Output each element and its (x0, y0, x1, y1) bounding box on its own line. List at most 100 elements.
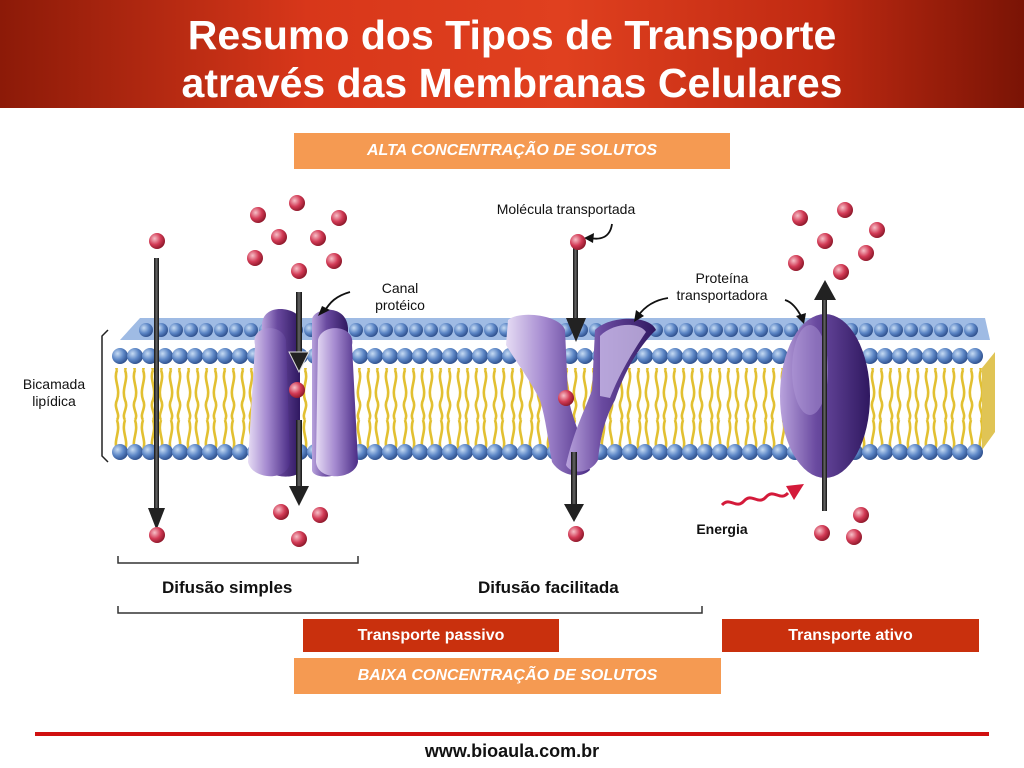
lipid-head (112, 348, 128, 364)
lipid-head (532, 444, 548, 460)
footer-divider (35, 732, 989, 736)
lipid-head (637, 444, 653, 460)
lipid-head (727, 444, 743, 460)
lipid-head (199, 323, 213, 337)
lipid-head (667, 348, 683, 364)
solute-molecule (846, 529, 862, 545)
solute-molecule (247, 250, 263, 266)
lipid-head (757, 444, 773, 460)
lipid-head (112, 444, 128, 460)
lipid-head (679, 323, 693, 337)
lipid-head (382, 444, 398, 460)
lipid-head (664, 323, 678, 337)
lipid-head (922, 348, 938, 364)
lipid-head (349, 323, 363, 337)
lipid-head (217, 348, 233, 364)
lipid-head (862, 444, 878, 460)
lipid-head (367, 444, 383, 460)
solute-molecule (291, 263, 307, 279)
lipid-head (412, 444, 428, 460)
lipid-head (424, 323, 438, 337)
lipid-head (877, 444, 893, 460)
lipid-head (367, 348, 383, 364)
lipid-head (187, 348, 203, 364)
solute-molecule (853, 507, 869, 523)
lipid-head (754, 323, 768, 337)
lipid-head (139, 323, 153, 337)
lipid-head (427, 348, 443, 364)
lipid-head (907, 348, 923, 364)
lipid-head (244, 323, 258, 337)
solute-molecule (817, 233, 833, 249)
low-concentration-box: BAIXA CONCENTRAÇÃO DE SOLUTOS (294, 658, 721, 694)
lipid-head (862, 348, 878, 364)
channel-protein (248, 292, 358, 506)
lipid-head (934, 323, 948, 337)
lipid-head (874, 323, 888, 337)
lipid-head (457, 348, 473, 364)
lipid-head (184, 323, 198, 337)
lipid-head (439, 323, 453, 337)
lipid-head (427, 444, 443, 460)
solute-molecule (837, 202, 853, 218)
lipid-head (577, 348, 593, 364)
active-pump-protein (780, 280, 870, 511)
bilayer-bracket (101, 329, 109, 463)
lipid-head (652, 444, 668, 460)
lipid-head (364, 323, 378, 337)
solute-molecule (858, 245, 874, 261)
lipid-head (952, 444, 968, 460)
header-banner (0, 0, 1024, 108)
lipid-head (967, 348, 983, 364)
lipid-head (502, 444, 518, 460)
lipid-head (214, 323, 228, 337)
lipid-head (442, 444, 458, 460)
lipid-head (739, 323, 753, 337)
lipid-head (724, 323, 738, 337)
lipid-head (232, 444, 248, 460)
lipid-head (217, 444, 233, 460)
lipid-head (742, 348, 758, 364)
lipid-head (712, 348, 728, 364)
active-transport-box: Transporte ativo (722, 619, 979, 652)
lipid-head (919, 323, 933, 337)
lipid-head (472, 444, 488, 460)
solute-molecule (326, 253, 342, 269)
lipid-head (937, 348, 953, 364)
lipid-head (382, 348, 398, 364)
lipid-head (394, 323, 408, 337)
lipid-head (487, 348, 503, 364)
solute-molecules (149, 195, 885, 547)
solute-molecule (149, 233, 165, 249)
lipid-head (229, 323, 243, 337)
lipid-head (709, 323, 723, 337)
lipid-head (904, 323, 918, 337)
lipid-head (682, 348, 698, 364)
solute-molecule (869, 222, 885, 238)
lipid-head (169, 323, 183, 337)
page-title-line2: através das Membranas Celulares (181, 60, 843, 106)
lipid-head (352, 348, 368, 364)
lipid-head (472, 348, 488, 364)
lipid-head (757, 348, 773, 364)
lipid-head (172, 444, 188, 460)
lipid-head (607, 444, 623, 460)
solute-molecule (792, 210, 808, 226)
solute-molecule (289, 382, 305, 398)
solute-molecule (291, 531, 307, 547)
solute-molecule (273, 504, 289, 520)
lipid-head (907, 444, 923, 460)
lipid-head (727, 348, 743, 364)
lipid-head (889, 323, 903, 337)
lipid-head (157, 348, 173, 364)
lipid-head (127, 348, 143, 364)
solute-molecule (814, 525, 830, 541)
lipid-head (952, 348, 968, 364)
facilitated-diffusion-label: Difusão facilitada (478, 578, 619, 597)
lipid-head (202, 348, 218, 364)
lipid-head (667, 444, 683, 460)
